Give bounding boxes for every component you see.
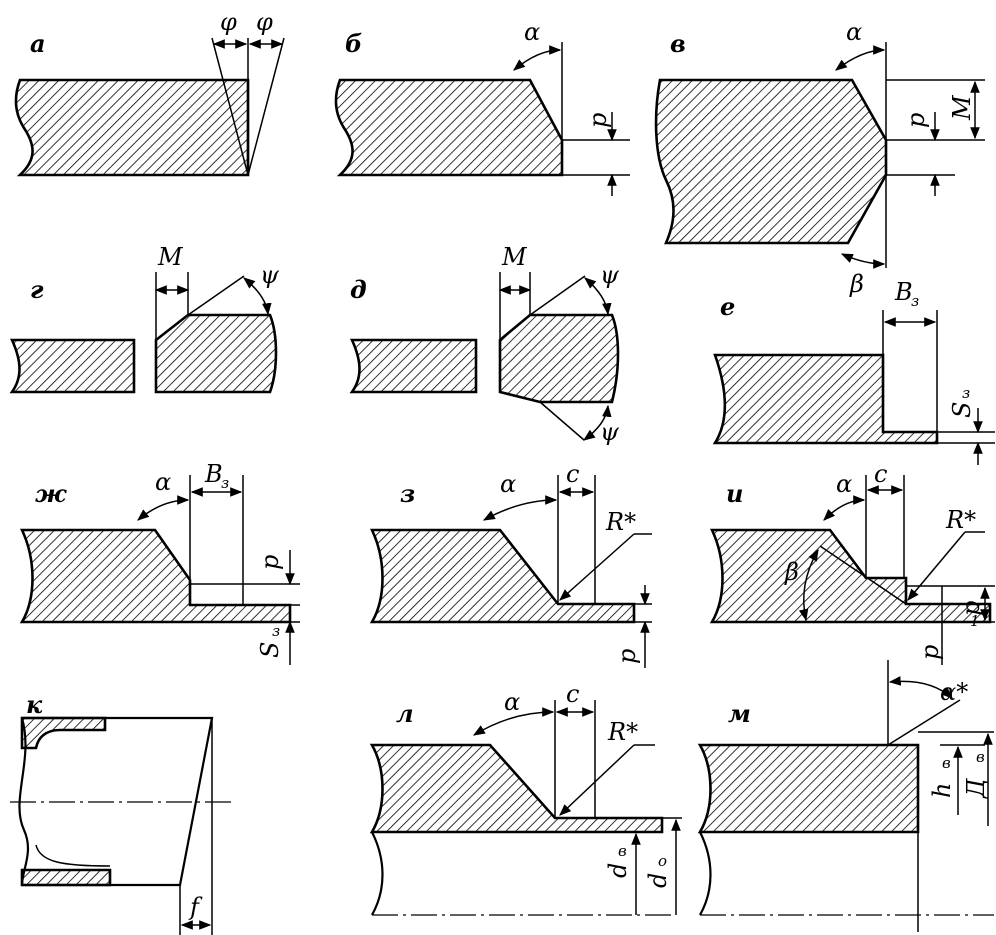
plate-e <box>712 353 939 445</box>
panel-z: з α c R* p <box>369 460 652 668</box>
panel-zh: ж α B з p S з <box>19 460 300 665</box>
panel-a: а φ φ <box>14 8 285 177</box>
label-f: f <box>188 893 203 921</box>
panel-d: д M ψ ψ <box>349 243 620 446</box>
panel-k: к f <box>10 690 236 935</box>
label-beta: β <box>849 270 864 298</box>
plate-v <box>654 78 888 245</box>
label-d-inner-sub: в <box>618 842 627 860</box>
label-c: c <box>566 680 579 708</box>
plate-z <box>369 528 636 624</box>
panel-z-letter: з <box>400 479 415 508</box>
label-D: Д <box>962 778 990 799</box>
panel-a-letter: а <box>30 29 46 58</box>
panel-v-letter: в <box>670 29 686 58</box>
panel-e-letter: е <box>720 292 735 321</box>
panel-d-letter: д <box>350 275 367 304</box>
panel-k-letter: к <box>26 690 43 719</box>
panel-g-letter: г <box>30 275 44 304</box>
plate-a <box>14 78 250 177</box>
label-p: p <box>902 113 930 128</box>
label-S-sub: з <box>272 622 280 640</box>
plate-g-right <box>154 313 278 394</box>
label-alpha: α <box>846 18 862 46</box>
panel-b: б α p <box>334 18 630 196</box>
label-R: R* <box>945 506 976 534</box>
panel-i-letter: и <box>726 479 743 508</box>
label-phi-right: φ <box>256 8 273 36</box>
plate-i <box>709 528 992 624</box>
panel-e: е B з S з <box>712 278 995 465</box>
plate-g-left <box>9 338 136 394</box>
panel-m-letter: м <box>728 699 751 728</box>
label-B: B <box>894 278 913 306</box>
label-alpha: α <box>500 470 516 498</box>
label-c: c <box>566 460 579 488</box>
panel-i: и α c R* β p 1 p <box>709 460 995 665</box>
label-B-sub: з <box>221 474 229 492</box>
label-p: p <box>256 555 284 570</box>
panel-g: г M ψ <box>9 243 280 394</box>
label-phi-left: φ <box>220 8 237 36</box>
plate-m <box>697 743 920 834</box>
panel-l-letter: л <box>396 699 414 728</box>
label-alpha-star: α* <box>940 678 968 706</box>
label-p: p <box>613 649 641 664</box>
label-alpha: α <box>155 468 171 496</box>
label-h: h <box>928 783 956 798</box>
label-psi-top: ψ <box>600 261 620 289</box>
label-B-sub: з <box>911 292 919 310</box>
panel-v: в α p M β <box>654 18 985 298</box>
label-S-sub: з <box>962 384 970 402</box>
label-S: S <box>256 642 284 658</box>
label-D-sub: в <box>976 748 985 766</box>
label-alpha: α <box>524 18 540 46</box>
label-psi: ψ <box>260 261 280 289</box>
plate-b <box>334 78 564 177</box>
label-S: S <box>948 402 976 418</box>
label-d-outer-sub: о <box>658 852 667 870</box>
label-alpha: α <box>504 688 520 716</box>
label-c: c <box>874 460 887 488</box>
label-p: p <box>584 113 612 128</box>
label-M: M <box>157 243 184 271</box>
pipe-wall-top <box>20 716 107 750</box>
label-R: R* <box>605 508 636 536</box>
label-B: B <box>204 460 223 488</box>
label-M: M <box>501 243 528 271</box>
plate-l <box>369 743 664 834</box>
label-p: p <box>916 645 944 660</box>
label-beta: β <box>784 558 799 586</box>
label-M: M <box>948 94 976 121</box>
panel-l: л α c R* d в d о <box>369 680 682 916</box>
label-h-sub: в <box>942 754 951 772</box>
label-alpha: α <box>836 470 852 498</box>
label-R: R* <box>607 718 638 746</box>
label-p1-sub: 1 <box>970 612 980 630</box>
panel-b-letter: б <box>345 29 362 58</box>
label-p1: p <box>957 601 985 616</box>
label-d-outer: d <box>644 873 672 888</box>
pipe-wall-bottom <box>20 868 112 887</box>
panel-zh-letter: ж <box>35 479 67 508</box>
label-d-inner: d <box>604 863 632 878</box>
panel-m: м α* h в Д в <box>697 660 994 932</box>
plate-d-left <box>349 338 478 394</box>
plate-zh <box>19 528 292 624</box>
label-psi-bottom: ψ <box>600 418 620 446</box>
plate-d-right <box>498 313 620 404</box>
